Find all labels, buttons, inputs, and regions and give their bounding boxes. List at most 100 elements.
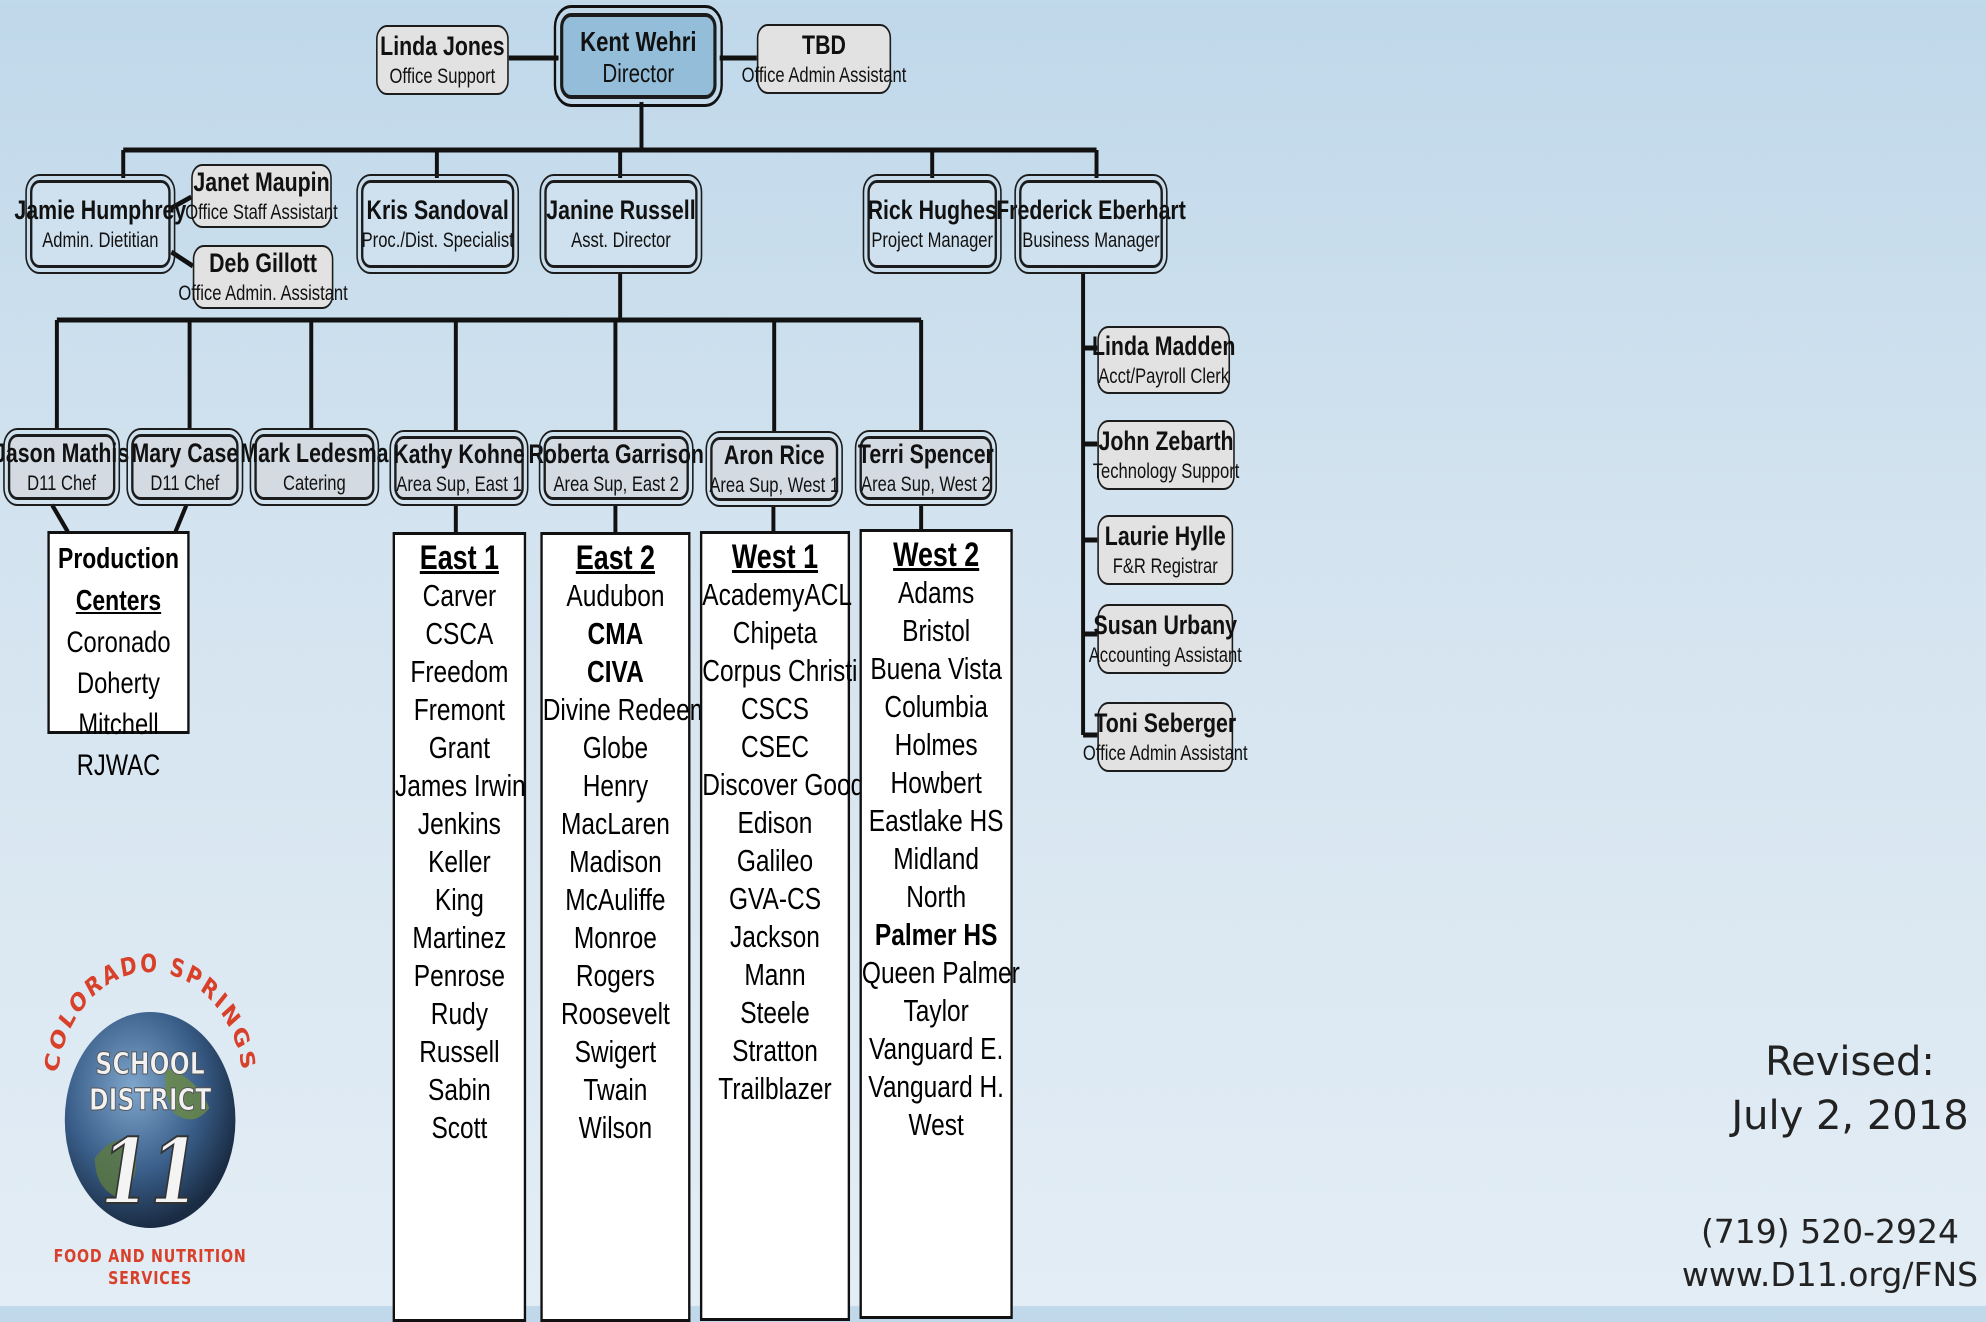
office-support-box: Linda Jones Office Support	[376, 25, 509, 95]
revised-note: Revised: July 2, 2018	[1700, 1035, 1986, 1143]
school-item: Freedom	[410, 654, 509, 689]
school-item: King	[434, 882, 484, 917]
office-admin-assistant-name: TBD	[802, 30, 846, 60]
school-item: Trailblazer	[718, 1071, 832, 1106]
school-list-west1: West 1 AcademyACL Chipeta Corpus Christi…	[699, 531, 898, 1321]
manager-business-box: Frederick Eberhart Business Manager	[996, 174, 1186, 274]
logo-bottom-line1: FOOD AND NUTRITION	[54, 1245, 247, 1266]
office-admin-assistant-title: Office Admin Assistant	[741, 64, 907, 87]
school-item: Rudy	[430, 996, 488, 1031]
school-item: Queen Palmer	[861, 955, 1020, 990]
school-list-east2: East 2 Audubon CMA CIVA Divine Redeemer …	[540, 532, 732, 1322]
school-item: Steele	[740, 995, 810, 1030]
director-name: Kent Wehri	[580, 26, 697, 57]
logo-school-text: SCHOOL	[95, 1047, 205, 1081]
school-item: Corpus Christi	[702, 653, 858, 688]
school-item: Taylor	[903, 993, 969, 1028]
school-item: Twain	[583, 1072, 648, 1107]
manager-title: Project Manager	[871, 229, 994, 252]
area-heading: West 1	[731, 538, 819, 576]
director-box: Kent Wehri Director	[553, 5, 723, 107]
area-sup-box-west1: Aron Rice Area Sup, West 1	[705, 431, 843, 507]
school-item: Howbert	[890, 765, 982, 800]
manager-name: Rick Hughes	[867, 195, 997, 225]
catering-title: Catering	[283, 472, 346, 495]
area-sup-name: Aron Rice	[723, 440, 825, 470]
school-list-east1: East 1 Carver CSCA Freedom Fremont Grant…	[392, 532, 527, 1322]
school-item: Martinez	[412, 920, 507, 955]
production-center-item: Coronado	[66, 626, 171, 659]
school-item: Wilson	[578, 1110, 653, 1145]
manager-asst-director-box: Janine Russell Asst. Director	[539, 174, 703, 274]
school-item: Globe	[582, 730, 649, 765]
school-item: Stratton	[732, 1033, 818, 1068]
school-item: North	[906, 879, 967, 914]
staff-title: F&R Registrar	[1112, 555, 1218, 578]
staff-name: Deb Gillott	[209, 248, 317, 278]
staff-name: Susan Urbany	[1093, 610, 1237, 640]
school-item: Vanguard H.	[868, 1069, 1004, 1104]
school-list-west2: West 2 Adams Bristol Buena Vista Columbi…	[859, 529, 1020, 1319]
school-item: Eastlake HS	[868, 803, 1004, 838]
school-item: Holmes	[894, 727, 978, 762]
area-sup-title: Area Sup, East 2	[553, 473, 679, 496]
school-item: Monroe	[573, 920, 657, 955]
manager-name: Janine Russell	[546, 195, 696, 225]
manager-project-box: Rick Hughes Project Manager	[862, 174, 1002, 274]
school-item: Jackson	[730, 919, 820, 954]
revised-label: Revised:	[1765, 1039, 1935, 1085]
chef-name: Mary Case	[131, 438, 239, 468]
production-subheading: Centers	[75, 585, 162, 617]
catering-name: Mark Ledesma	[240, 438, 389, 468]
business-staff-box: Susan Urbany Accounting Assistant	[1089, 604, 1242, 674]
area-sup-title: Area Sup, West 1	[709, 474, 840, 497]
school-item: Penrose	[413, 958, 505, 993]
production-center-item: RJWAC	[76, 749, 161, 782]
school-item: Rogers	[575, 958, 655, 993]
connector-lines	[50, 55, 1099, 738]
school-item: Sabin	[428, 1072, 491, 1107]
website-link[interactable]: www.D11.org/FNS	[1681, 1255, 1979, 1294]
manager-title: Admin. Dietitian	[42, 229, 159, 252]
chef-title: D11 Chef	[27, 472, 97, 495]
staff-name: Laurie Hylle	[1104, 521, 1226, 551]
staff-name: Janet Maupin	[193, 167, 330, 197]
school-item: GVA-CS	[728, 881, 822, 916]
staff-title: Office Admin. Assistant	[178, 282, 348, 305]
area-sup-title: Area Sup, West 2	[861, 473, 991, 496]
school-item: James Irwin	[395, 768, 526, 803]
school-item: Carver	[422, 578, 497, 613]
school-item: West	[908, 1107, 964, 1142]
logo-bottom-line2: SERVICES	[108, 1267, 192, 1288]
school-item: Audubon	[566, 578, 665, 613]
staff-title: Accounting Assistant	[1088, 644, 1242, 667]
manager-title: Asst. Director	[571, 229, 671, 252]
school-item: CIVA	[587, 654, 644, 689]
area-heading: East 1	[419, 539, 499, 577]
school-item: Jenkins	[417, 806, 501, 841]
manager-name: Frederick Eberhart	[996, 195, 1186, 225]
revised-date: July 2, 2018	[1731, 1093, 1969, 1139]
production-center-item: Mitchell	[78, 708, 159, 741]
chef-box-mathis: Jason Mathis D11 Chef	[0, 428, 129, 506]
manager-procurement-box: Kris Sandoval Proc./Dist. Specialist	[356, 174, 520, 274]
logo-district-text: DISTRICT	[89, 1083, 212, 1117]
area-sup-name: Roberta Garrison	[528, 439, 704, 469]
area-sup-box-east2: Roberta Garrison Area Sup, East 2	[528, 430, 704, 506]
staff-name: Linda Madden	[1091, 331, 1236, 361]
office-support-name: Linda Jones	[380, 31, 505, 61]
school-item: CSCS	[740, 691, 810, 726]
logo-number: 11	[101, 1120, 200, 1225]
school-item: Swigert	[574, 1034, 657, 1069]
school-item: Edison	[737, 805, 813, 840]
school-item: AcademyACL	[702, 577, 853, 612]
staff-title: Acct/Payroll Clerk	[1098, 365, 1230, 388]
school-item: CSCA	[425, 616, 494, 651]
production-centers-list: Production Centers Coronado Doherty Mitc…	[47, 531, 190, 782]
production-center-item: Doherty	[77, 667, 160, 700]
area-sup-box-east1: Kathy Kohne Area Sup, East 1	[389, 430, 529, 506]
manager-name: Kris Sandoval	[366, 195, 509, 225]
catering-box: Mark Ledesma Catering	[240, 428, 389, 506]
area-sup-name: Kathy Kohne	[393, 439, 525, 469]
contact-info: (719) 520-2924 www.D11.org/FNS	[1660, 1210, 1986, 1296]
